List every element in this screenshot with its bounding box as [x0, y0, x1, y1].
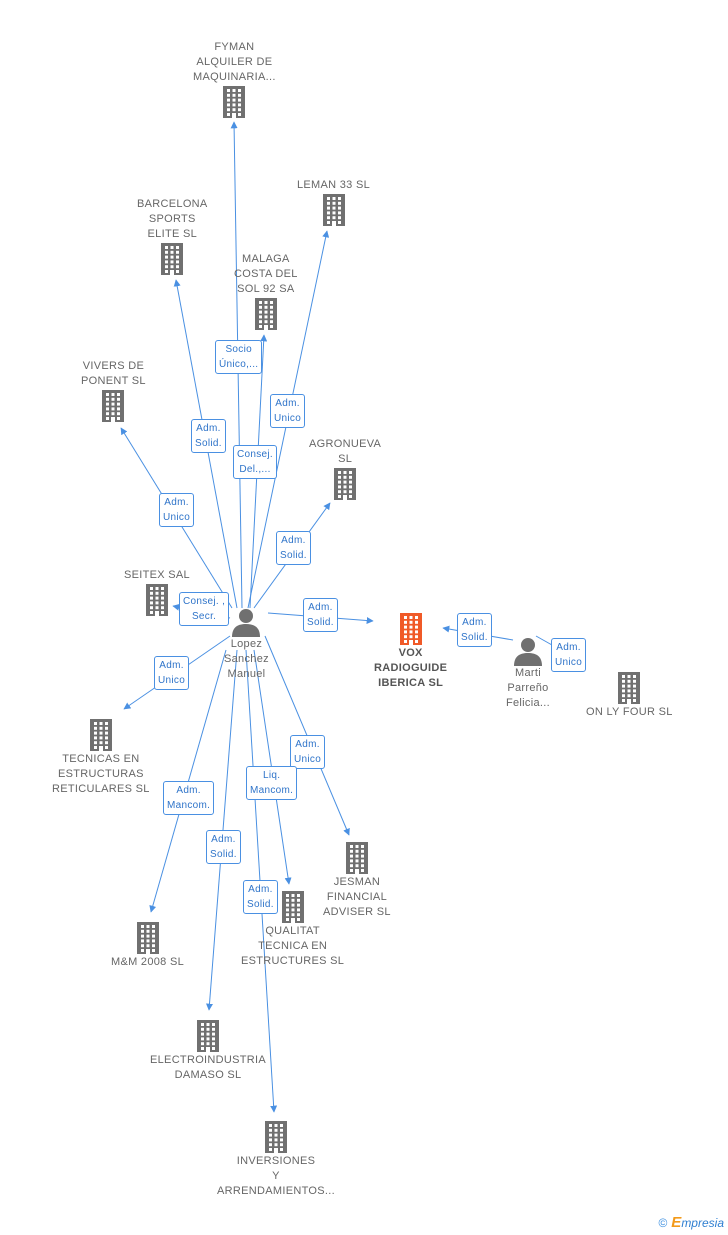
edge-label-lopez-agronueva[interactable]: Adm. Solid. — [276, 531, 311, 565]
edge-label-lopez-inversiones[interactable]: Adm. Solid. — [243, 880, 278, 914]
edge-label-lopez-leman[interactable]: Adm. Unico — [270, 394, 306, 428]
node-label: ELECTROINDUSTRIA DAMASO SL — [150, 1054, 267, 1081]
node-label: M&M 2008 SL — [111, 956, 185, 968]
node-vivers[interactable]: VIVERS DE PONENT SL — [81, 359, 146, 423]
edge-label-lopez-tecnicas[interactable]: Adm. Unico — [154, 656, 190, 690]
edge-label-lopez-barcelona[interactable]: Adm. Solid. — [191, 419, 226, 453]
edge-label-lopez-jesman[interactable]: Adm. Unico — [290, 735, 326, 769]
node-fyman[interactable]: FYMAN ALQUILER DE MAQUINARIA... — [193, 40, 276, 119]
node-label: QUALITAT TECNICA EN ESTRUCTURES SL — [241, 925, 345, 967]
building-icon — [223, 86, 246, 118]
node-label: AGRONUEVA SL — [309, 438, 382, 465]
empresia-brand: ©Empresia — [658, 1214, 724, 1231]
edge-label-marti-vox[interactable]: Adm. Solid. — [457, 613, 492, 647]
building-icon — [197, 1020, 220, 1052]
node-lopez[interactable]: Lopez Sanchez Manuel — [224, 607, 269, 682]
node-jesman[interactable]: JESMAN FINANCIAL ADVISER SL — [323, 841, 391, 920]
node-label: LEMAN 33 SL — [297, 179, 371, 191]
building-icon — [254, 298, 277, 330]
building-icon — [161, 243, 184, 275]
node-label: INVERSIONES Y ARRENDAMIENTOS... — [217, 1155, 335, 1197]
node-label: TECNICAS EN ESTRUCTURAS RETICULARES SL — [52, 753, 150, 795]
copyright-symbol: © — [658, 1216, 668, 1230]
building-icon — [334, 468, 357, 500]
node-seitex[interactable]: SEITEX SAL — [124, 568, 190, 617]
node-label: VOX RADIOGUIDE IBERICA SL — [374, 647, 448, 689]
node-label: Marti Parreño Felicia... — [506, 667, 550, 709]
building-icon — [322, 194, 345, 226]
node-barcelona[interactable]: BARCELONA SPORTS ELITE SL — [137, 197, 208, 276]
building-icon — [345, 842, 368, 874]
person-icon — [513, 638, 542, 666]
building-icon — [102, 390, 125, 422]
edge-label-lopez-mm2008[interactable]: Adm. Mancom. — [163, 781, 215, 815]
node-label: VIVERS DE PONENT SL — [81, 360, 146, 387]
brand-initial: E — [671, 1214, 682, 1231]
node-inversiones[interactable]: INVERSIONES Y ARRENDAMIENTOS... — [217, 1120, 335, 1199]
node-label: ON LY FOUR SL — [586, 706, 673, 718]
edge-label-lopez-fyman[interactable]: Socio Único,... — [215, 340, 263, 374]
edge-label-marti-onlyfour[interactable]: Adm. Unico — [551, 638, 587, 672]
building-icon — [399, 613, 422, 645]
node-leman[interactable]: LEMAN 33 SL — [297, 178, 370, 227]
node-label: FYMAN ALQUILER DE MAQUINARIA... — [193, 41, 276, 83]
node-qualitat[interactable]: QUALITAT TECNICA EN ESTRUCTURES SL — [241, 890, 344, 969]
edge-label-lopez-vivers[interactable]: Adm. Unico — [159, 493, 195, 527]
node-tecnicas[interactable]: TECNICAS EN ESTRUCTURAS RETICULARES SL — [52, 718, 150, 797]
building-icon — [618, 672, 641, 704]
building-icon — [281, 891, 304, 923]
building-icon — [136, 922, 159, 954]
edge-label-lopez-vox[interactable]: Adm. Solid. — [303, 598, 338, 632]
node-marti[interactable]: Marti Parreño Felicia... — [506, 636, 550, 711]
edge-label-lopez-seitex[interactable]: Consej. , Secr. — [179, 592, 230, 626]
building-icon — [264, 1121, 287, 1153]
node-label: BARCELONA SPORTS ELITE SL — [137, 198, 208, 240]
brand-name: mpresia — [681, 1216, 724, 1230]
node-mm2008[interactable]: M&M 2008 SL — [111, 921, 184, 970]
node-agronueva[interactable]: AGRONUEVA SL — [309, 437, 381, 501]
node-vox[interactable]: VOX RADIOGUIDE IBERICA SL — [374, 612, 447, 691]
edge-label-lopez-electro[interactable]: Adm. Solid. — [206, 830, 241, 864]
node-label: Lopez Sanchez Manuel — [224, 638, 269, 680]
node-malaga[interactable]: MALAGA COSTA DEL SOL 92 SA — [234, 252, 298, 331]
building-icon — [89, 719, 112, 751]
edge-label-lopez-qualitat[interactable]: Liq. Mancom. — [246, 766, 298, 800]
node-electro[interactable]: ELECTROINDUSTRIA DAMASO SL — [150, 1019, 266, 1083]
node-label: SEITEX SAL — [124, 569, 190, 581]
building-icon — [145, 584, 168, 616]
edge-label-lopez-malaga[interactable]: Consej. Del.,... — [233, 445, 278, 479]
node-onlyfour[interactable]: ON LY FOUR SL — [586, 671, 673, 720]
node-label: JESMAN FINANCIAL ADVISER SL — [323, 876, 391, 918]
node-label: MALAGA COSTA DEL SOL 92 SA — [234, 253, 298, 295]
person-icon — [232, 609, 261, 637]
